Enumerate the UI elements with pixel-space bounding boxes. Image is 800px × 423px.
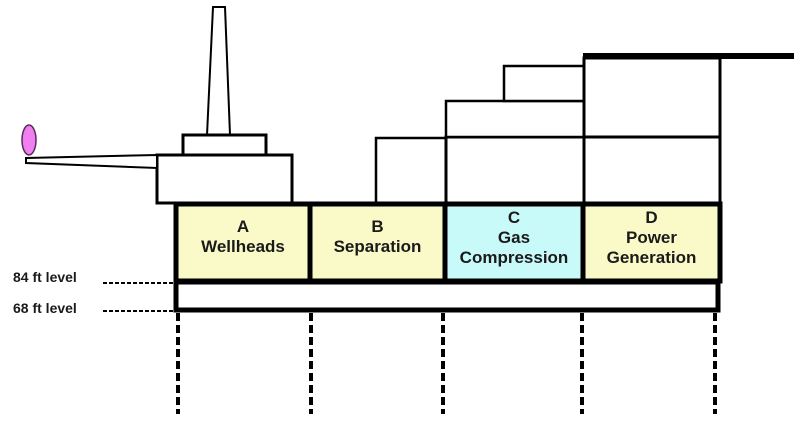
upper-block-b: [374, 136, 448, 205]
drill-floor-upper: [181, 133, 268, 157]
flare-boom: [25, 153, 158, 170]
module-name: Power: [626, 228, 677, 247]
module-letter: A: [237, 217, 249, 236]
module-name: Generation: [607, 248, 697, 267]
derrick-icon: [205, 6, 232, 136]
upper-block-d2: [582, 56, 722, 139]
lower-deck: [173, 279, 721, 313]
module-letter: C: [508, 208, 520, 227]
level-label-84: 84 ft level: [13, 269, 77, 285]
module-letter: B: [371, 217, 383, 236]
upper-block-c2: [444, 99, 586, 139]
drill-floor-lower: [155, 153, 294, 205]
upper-block-c3: [502, 64, 586, 103]
upper-block-c1: [444, 135, 586, 205]
upper-block-d1: [582, 135, 722, 205]
module-name: Wellheads: [201, 237, 285, 256]
level-label-68: 68 ft level: [13, 300, 77, 316]
module-name: Gas: [498, 228, 530, 247]
module-name: Compression: [460, 248, 569, 267]
module-letter: D: [645, 208, 657, 227]
module-name: Separation: [334, 237, 422, 256]
flare-icon: [21, 124, 37, 156]
